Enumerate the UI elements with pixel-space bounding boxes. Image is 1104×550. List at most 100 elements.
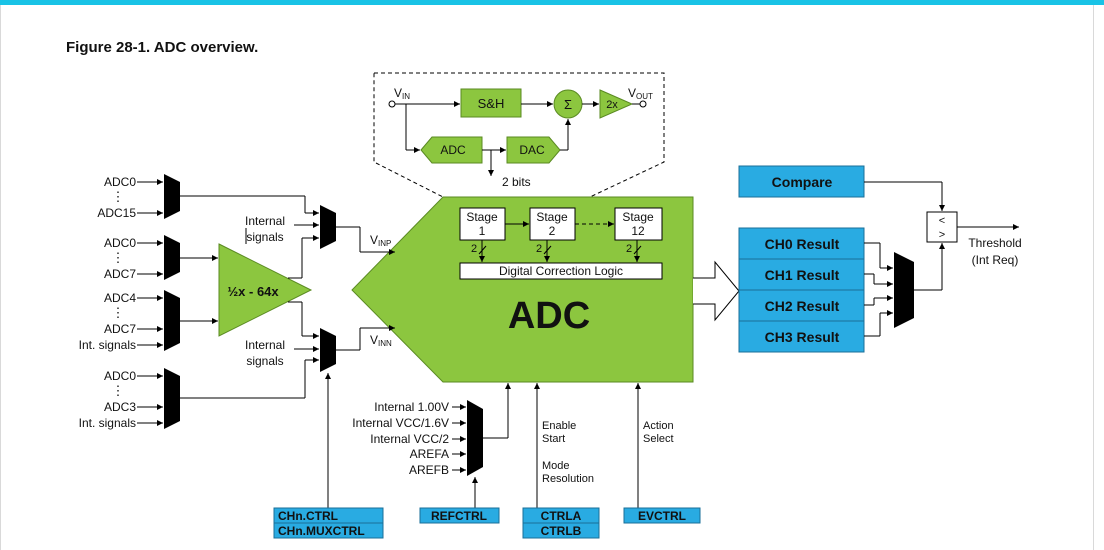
sample-hold-block (460, 88, 522, 118)
ctrla-label: CTRLA (541, 509, 582, 523)
stage-2-number: 2 (549, 224, 556, 238)
refctrl-register (419, 507, 500, 524)
action-label: Action (643, 420, 674, 432)
input-group-4: ADC0 ⋮ ADC3 Int. signals (79, 368, 180, 430)
accent-bar (0, 0, 1104, 5)
adc-pipeline-detail: VIN S&H Σ 2x VOUT ADC 2 bits DAC (373, 72, 665, 198)
ch0-result-label: CH0 Result (765, 236, 840, 252)
ch1-result-register (738, 258, 865, 291)
input-adc0-label: ADC0 (104, 236, 136, 250)
evctrl-label: EVCTRL (638, 509, 686, 523)
vinn-label: VINN (370, 333, 392, 348)
vin-node (388, 100, 396, 108)
start-label: Start (542, 433, 565, 445)
stage-12-bits: 2 (626, 243, 632, 255)
adc-core: ADC Stage 1 Stage 2 Stage 12 2 2 2 Digit… (351, 196, 694, 383)
stage-1-box (459, 207, 506, 241)
vout-node (639, 100, 647, 108)
comparator-lt: < (939, 215, 945, 227)
refctrl-label: REFCTRL (431, 509, 487, 523)
input-adc15-label: ADC15 (97, 206, 136, 220)
negative-input-mux (320, 328, 336, 372)
input-mux-1 (164, 174, 180, 219)
sample-hold-label: S&H (478, 96, 505, 111)
internal-signals-neg-line1: Internal (245, 338, 285, 352)
input-adc0-label: ADC0 (104, 175, 136, 189)
ref-arefa-label: AREFA (410, 447, 449, 461)
comparator-gt: > (939, 229, 945, 241)
evctrl-register (623, 507, 701, 524)
adc-core-block (351, 196, 694, 383)
input-dots: ⋮ (112, 250, 125, 265)
detail-dashed-outline (373, 72, 665, 198)
input-dots: ⋮ (112, 189, 125, 204)
gain-amplifier (218, 243, 313, 337)
input-mux-2 (164, 235, 180, 280)
input-int-signals-label: Int. signals (79, 338, 136, 352)
reference-mux (467, 400, 483, 476)
figure-title: Figure 28-1. ADC overview. (66, 39, 259, 56)
stage-12-number: 12 (631, 224, 645, 238)
input-adc7-label: ADC7 (104, 322, 136, 336)
ctrlb-label: CTRLB (541, 524, 582, 538)
summing-label: Σ (564, 97, 572, 112)
resolution-label: Resolution (542, 473, 594, 485)
stage-1-bits: 2 (471, 243, 477, 255)
sub-adc-label: ADC (440, 143, 466, 157)
page-border-right (1093, 5, 1094, 550)
compare-register (738, 165, 865, 198)
enable-label: Enable (542, 420, 576, 432)
input-adc3-label: ADC3 (104, 400, 136, 414)
digital-correction-logic-box (459, 262, 663, 280)
ref-vcc-half-label: Internal VCC/2 (370, 432, 449, 446)
result-mux (894, 252, 914, 328)
internal-signals-pos-line2: signals (246, 230, 283, 244)
stage-12-box (614, 207, 663, 241)
positive-input-mux (320, 205, 336, 249)
input-dots: ⋮ (112, 305, 125, 320)
input-group-3: ADC4 ⋮ ADC7 Int. signals (79, 290, 180, 352)
sub-dac-label: DAC (519, 143, 545, 157)
adc-core-label: ADC (508, 295, 590, 337)
input-group-2: ADC0 ⋮ ADC7 (104, 235, 180, 281)
digital-correction-logic-label: Digital Correction Logic (499, 264, 623, 278)
compare-label: Compare (772, 174, 833, 190)
output-bus-arrow (693, 260, 740, 322)
reference-selection: Internal 1.00V Internal VCC/1.6V Interna… (352, 383, 511, 508)
ref-arefb-label: AREFB (409, 463, 449, 477)
gain-amplifier-label: ½x - 64x (227, 284, 279, 299)
input-adc7-label: ADC7 (104, 267, 136, 281)
ch3-result-label: CH3 Result (765, 329, 840, 345)
mode-label: Mode (542, 460, 570, 472)
result-registers: CH0 Result CH1 Result CH2 Result CH3 Res… (738, 227, 865, 353)
stage-2-box (529, 207, 576, 241)
gain-2x-amplifier (599, 89, 634, 119)
ch2-result-label: CH2 Result (765, 298, 840, 314)
stage-1-number: 1 (479, 224, 486, 238)
stage-12-label: Stage (622, 210, 654, 224)
input-dots: ⋮ (112, 383, 125, 398)
input-adc4-label: ADC4 (104, 291, 136, 305)
two-bits-label: 2 bits (502, 175, 531, 189)
stage-2-label: Stage (536, 210, 568, 224)
ref-internal-1v-label: Internal 1.00V (374, 400, 449, 414)
sub-dac-block (506, 136, 561, 164)
input-mux-4 (164, 368, 180, 429)
select-label: Select (643, 433, 674, 445)
stage-2-bits: 2 (536, 243, 542, 255)
ch2-result-register (738, 289, 865, 322)
chn-ctrl-label: CHn.CTRL (278, 509, 338, 523)
input-group-1: ADC0 ⋮ ADC15 (97, 174, 180, 220)
input-adc0-label: ADC0 (104, 369, 136, 383)
internal-signals-pos-line1: Internal (245, 214, 285, 228)
chn-muxctrl-register (273, 522, 384, 539)
ch1-result-label: CH1 Result (765, 267, 840, 283)
threshold-label: Threshold (968, 236, 1021, 250)
vinp-label: VINP (370, 233, 391, 248)
vout-label: VOUT (628, 86, 653, 101)
input-int-signals-label: Int. signals (79, 416, 136, 430)
registers: CHn.CTRL CHn.MUXCTRL REFCTRL CTRLA CTRLB… (273, 507, 701, 539)
ch0-result-register (738, 227, 865, 260)
internal-signals-neg-line2: signals (246, 354, 283, 368)
